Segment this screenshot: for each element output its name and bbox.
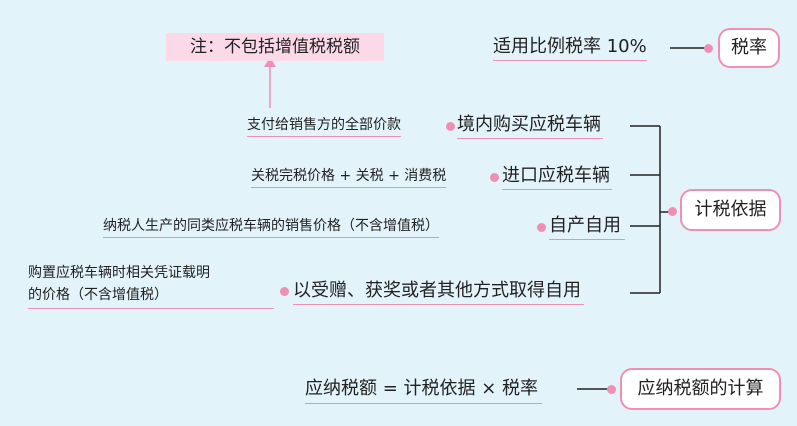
rate-title: 税率: [731, 37, 767, 58]
basis-item-4-dot: [280, 287, 289, 296]
basis-item-2-detail: 关税完税价格 + 关税 + 消费税: [251, 169, 447, 188]
basis-item-3-dot: [537, 223, 546, 232]
basis-item-2-label: 进口应税车辆: [502, 167, 612, 190]
basis-item-3-label: 自产自用: [549, 217, 625, 240]
rate-detail: 适用比例税率 10%: [493, 38, 647, 61]
basis-title: 计税依据: [694, 199, 767, 220]
note-text: 注：不包括增值税税额: [190, 36, 360, 57]
basis-item-1-label: 境内购买应税车辆: [457, 116, 603, 139]
basis-item-4-detail: 购置应税车辆时相关凭证载明 的价格（不含增值税）: [28, 262, 274, 309]
basis-item-4-detail-line1: 购置应税车辆时相关凭证载明: [28, 265, 210, 281]
basis-item-1-dot: [446, 122, 455, 131]
rate-node: 税率: [718, 28, 780, 68]
basis-dot: [668, 207, 677, 216]
basis-item-4-detail-line2: 的价格（不含增值税）: [28, 287, 168, 303]
basis-item-3-detail: 纳税人生产的同类应税车辆的销售价格（不含增值税）: [103, 219, 439, 238]
rate-dot: [704, 44, 713, 53]
basis-item-4-label: 以受赠、获奖或者其他方式取得自用: [293, 282, 584, 305]
basis-item-1-detail: 支付给销售方的全部价款: [247, 118, 401, 137]
calc-node: 应纳税额的计算: [620, 368, 781, 410]
calc-formula: 应纳税额 = 计税依据 × 税率: [305, 380, 543, 404]
basis-node: 计税依据: [680, 189, 781, 231]
note-box: 注：不包括增值税税额: [166, 33, 384, 61]
calc-title: 应纳税额的计算: [637, 378, 764, 399]
calc-dot: [607, 385, 616, 394]
basis-item-2-dot: [490, 173, 499, 182]
